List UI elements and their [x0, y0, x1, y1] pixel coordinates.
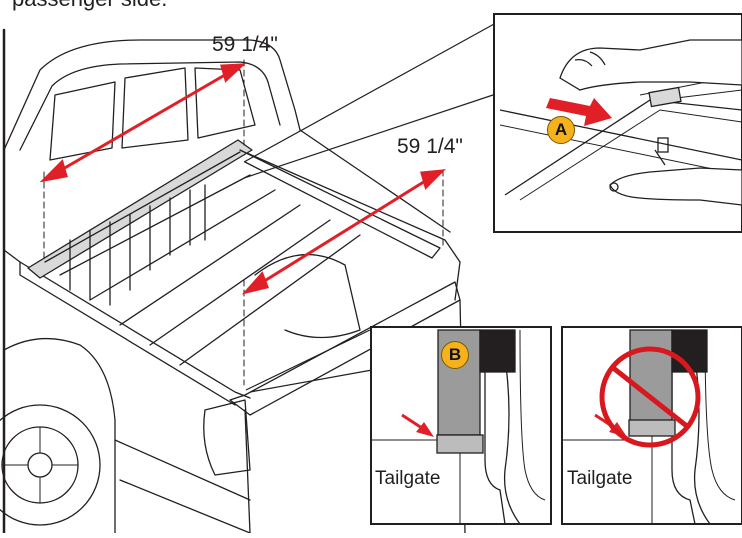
inset-c — [561, 326, 742, 525]
inset-a-arrow — [546, 98, 612, 126]
callout-b-badge: B — [441, 341, 469, 369]
hand-lower — [609, 167, 742, 206]
dimension-arrows — [39, 63, 447, 295]
rear-wheel — [0, 404, 101, 526]
caption-text: passenger side. — [12, 0, 167, 12]
hand-upper — [559, 39, 742, 91]
rear-wheel-arch — [3, 337, 116, 534]
tail-light — [203, 399, 251, 476]
inset-a — [493, 13, 742, 233]
prohibition-sign — [599, 346, 701, 448]
truck-bed — [3, 249, 251, 399]
tailgate-label-correct: Tailgate — [373, 468, 443, 490]
tailgate-label-incorrect: Tailgate — [565, 468, 635, 490]
tailgate-body — [229, 281, 461, 416]
front-dimension-label: 59 1/4" — [397, 135, 463, 158]
cab-rear-window — [49, 81, 116, 161]
truck-cab — [3, 39, 301, 151]
rear-dimension-label: 59 1/4" — [212, 33, 278, 56]
callout-a-badge: A — [547, 116, 575, 144]
right-rail — [239, 149, 441, 259]
